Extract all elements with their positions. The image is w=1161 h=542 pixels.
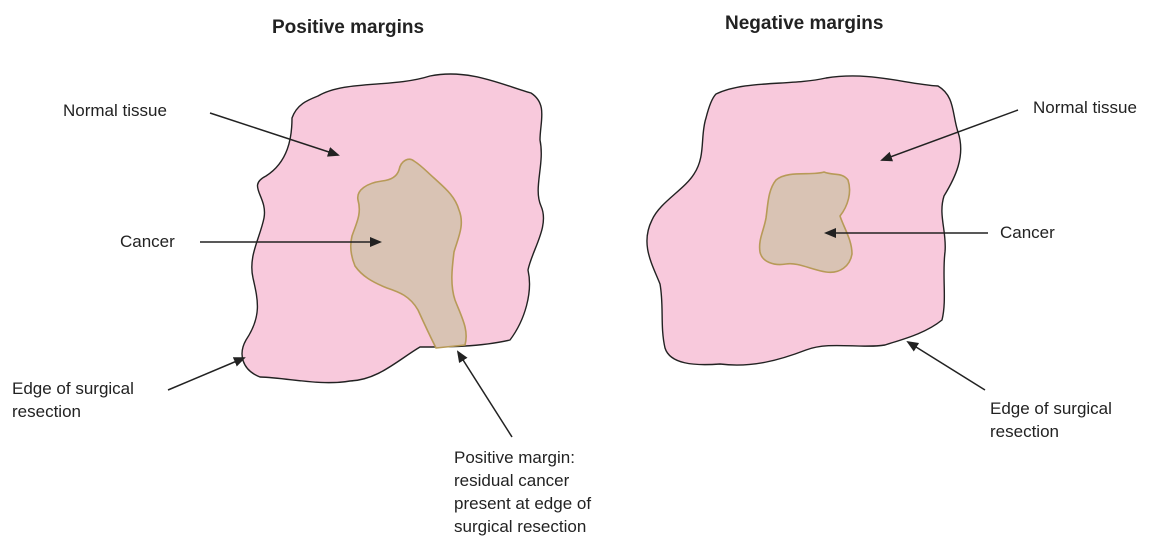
negative-cancer-label: Cancer [1000,222,1055,244]
positive-margin-label-line1: Positive margin: [454,447,575,469]
positive-margin-arrow [458,352,512,437]
positive-margin-label-line4: surgical resection [454,516,586,538]
negative-edge-arrow [908,342,985,390]
positive-normal-tissue-label: Normal tissue [63,100,167,122]
negative-edge-label-line2: resection [990,421,1059,443]
positive-edge-label-line2: resection [12,401,81,423]
negative-cancer-region [760,172,852,272]
negative-margins-title: Negative margins [725,13,883,35]
positive-margin-label-line2: residual cancer [454,470,569,492]
positive-margin-label-line3: present at edge of [454,493,591,515]
positive-cancer-label: Cancer [120,231,175,253]
negative-edge-label-line1: Edge of surgical [990,398,1112,420]
positive-margins-title: Positive margins [272,17,424,39]
negative-normal-tissue-label: Normal tissue [1033,97,1137,119]
positive-edge-label-line1: Edge of surgical [12,378,134,400]
positive-edge-arrow [168,358,244,390]
